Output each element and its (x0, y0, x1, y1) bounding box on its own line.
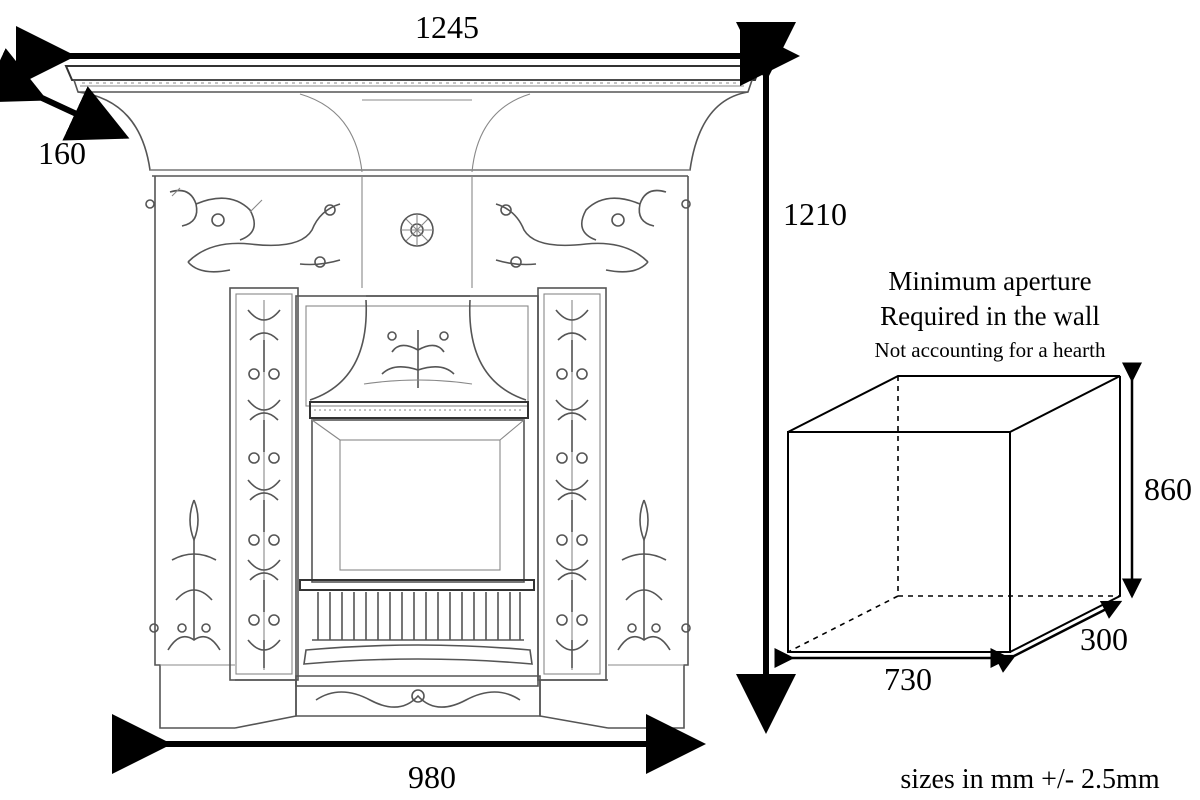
aperture-title-line1: Minimum aperture (888, 266, 1091, 296)
width-label: 1245 (415, 9, 479, 45)
mantel-shelf (64, 65, 762, 93)
ashpan-front (295, 675, 541, 717)
depth-label: 160 (38, 135, 86, 171)
cube-hidden-edges (787, 376, 1120, 653)
frieze-panel (169, 176, 667, 288)
fire-opening (311, 419, 525, 583)
left-lower-ornament (167, 499, 221, 651)
cube-front-face (787, 431, 1011, 653)
fire-insert (295, 295, 541, 717)
dentil-moulding (80, 82, 744, 87)
right-tile-panel (537, 287, 607, 681)
aperture-height-label: 860 (1144, 471, 1192, 507)
depth-dimension-arrow (0, 48, 130, 141)
height-label: 1210 (783, 196, 847, 232)
aperture-depth-arrow (993, 600, 1123, 673)
left-tile-flowers (247, 309, 281, 668)
aperture-caption: Minimum aperture Required in the wall No… (875, 266, 1106, 362)
right-tile-flowers (555, 309, 589, 668)
aperture-depth-label: 300 (1080, 621, 1128, 657)
cube-visible-edges (787, 375, 1121, 653)
hood-canopy (309, 295, 529, 419)
aperture-note: Not accounting for a hearth (875, 338, 1106, 362)
right-scrollwork (495, 189, 667, 273)
left-scrollwork (169, 187, 341, 273)
right-lower-ornament (617, 499, 671, 651)
aperture-width-label: 730 (884, 661, 932, 697)
base-plinths (234, 679, 609, 729)
fireplace-illustration (64, 65, 762, 729)
left-tile-panel (229, 287, 299, 681)
aperture-cube (787, 375, 1121, 653)
rosette-ornament (400, 213, 434, 247)
units-note: sizes in mm +/- 2.5mm (900, 764, 1159, 795)
fire-grate (299, 579, 535, 665)
cove-frieze (77, 91, 749, 177)
base-width-label: 980 (408, 759, 456, 795)
aperture-title-line2: Required in the wall (880, 301, 1100, 331)
